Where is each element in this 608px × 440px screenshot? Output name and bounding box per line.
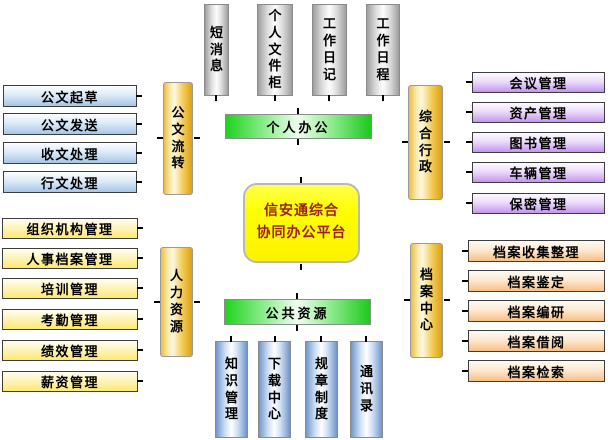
human-resources-item: 组织机构管理 xyxy=(2,218,138,239)
connector-tick xyxy=(466,81,472,83)
connector-tick xyxy=(157,137,163,139)
category-bar-human-resources: 人力资源 xyxy=(160,247,193,357)
platform-center-box: 信安通综合 协同办公平台 xyxy=(243,183,360,263)
connector-tick xyxy=(136,181,142,183)
connector-tick xyxy=(215,95,217,101)
connector-tick xyxy=(194,137,200,139)
section-bar-public-resources: 公共资源 xyxy=(224,299,371,325)
general-admin-item: 资产管理 xyxy=(472,102,605,123)
public-resources-item: 知识管理 xyxy=(215,341,248,438)
connector-tick xyxy=(296,325,298,331)
category-bar-document-flow: 公文流转 xyxy=(163,82,193,195)
connector-tick xyxy=(365,336,367,342)
connector-tick xyxy=(320,336,322,342)
connector-tick xyxy=(136,152,142,154)
connector-tick xyxy=(136,123,142,125)
archive-center-item: 档案借阅 xyxy=(468,330,605,352)
personal-office-item: 短消息 xyxy=(204,4,229,96)
public-resources-item: 规章制度 xyxy=(305,341,338,438)
connector-tick xyxy=(462,310,468,312)
connector-tick xyxy=(466,141,472,143)
connector-tick xyxy=(462,250,468,252)
personal-office-item: 工作日记 xyxy=(312,4,347,96)
connector-tick xyxy=(154,301,160,303)
human-resources-item: 人事档案管理 xyxy=(2,248,138,269)
connector-tick xyxy=(136,95,142,97)
category-bar-archive-center: 档案中心 xyxy=(410,243,443,358)
document-flow-item: 公文起草 xyxy=(3,85,137,107)
connector-tick xyxy=(462,280,468,282)
connector-tick xyxy=(230,336,232,342)
connector-tick xyxy=(466,111,472,113)
platform-title-line1: 信安通综合 xyxy=(264,203,339,219)
connector-tick xyxy=(274,95,276,101)
human-resources-item: 培训管理 xyxy=(2,278,138,299)
personal-office-item: 个人文件柜 xyxy=(257,4,293,96)
general-admin-item: 车辆管理 xyxy=(472,162,605,183)
general-admin-item: 保密管理 xyxy=(472,193,605,214)
connector-tick xyxy=(300,264,302,270)
general-admin-item: 图书管理 xyxy=(472,132,605,153)
connector-tick xyxy=(194,301,200,303)
connector-tick xyxy=(137,380,143,382)
human-resources-item: 薪资管理 xyxy=(2,371,138,392)
connector-tick xyxy=(382,95,384,101)
archive-center-item: 档案检索 xyxy=(468,360,605,382)
public-resources-item: 下载中心 xyxy=(258,341,291,438)
human-resources-item: 考勤管理 xyxy=(2,309,138,330)
human-resources-item: 绩效管理 xyxy=(2,340,138,361)
platform-title-line2: 协同办公平台 xyxy=(256,226,347,241)
connector-tick xyxy=(466,202,472,204)
connector-tick xyxy=(444,141,450,143)
section-bar-personal-office: 个人办公 xyxy=(225,114,372,139)
personal-office-item: 工作日程 xyxy=(366,4,400,96)
connector-tick xyxy=(462,370,468,372)
connector-tick xyxy=(328,95,330,101)
general-admin-item: 会议管理 xyxy=(472,72,605,93)
document-flow-item: 收文处理 xyxy=(3,142,137,164)
connector-tick xyxy=(466,171,472,173)
connector-tick xyxy=(404,299,410,301)
connector-tick xyxy=(137,257,143,259)
connector-tick xyxy=(137,349,143,351)
public-resources-item: 通讯录 xyxy=(350,341,383,438)
archive-center-item: 档案收集整理 xyxy=(468,240,605,262)
archive-center-item: 档案鉴定 xyxy=(468,270,605,292)
connector-tick xyxy=(402,141,408,143)
connector-tick xyxy=(297,108,299,114)
connector-tick xyxy=(137,287,143,289)
connector-tick xyxy=(300,177,302,183)
category-bar-general-admin: 综合行政 xyxy=(408,85,443,200)
archive-center-item: 档案编研 xyxy=(468,300,605,322)
connector-tick xyxy=(444,299,450,301)
connector-tick xyxy=(137,227,143,229)
document-flow-item: 行文处理 xyxy=(3,171,137,193)
connector-tick xyxy=(274,336,276,342)
connector-tick xyxy=(296,293,298,299)
connector-tick xyxy=(462,340,468,342)
document-flow-item: 公文发送 xyxy=(3,113,137,135)
connector-tick xyxy=(137,318,143,320)
connector-tick xyxy=(297,139,299,145)
